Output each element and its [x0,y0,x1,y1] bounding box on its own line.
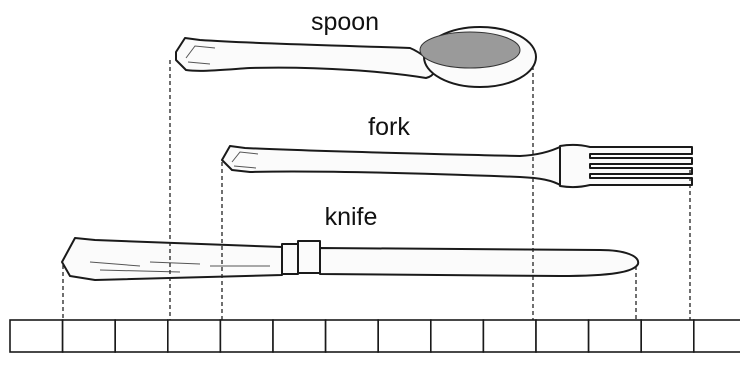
ruler-unit-cell [641,320,694,352]
knife-drawing [62,238,638,280]
ruler-unit-cell [326,320,379,352]
knife-handle [62,238,282,280]
fork-handle [222,146,562,186]
knife-label: knife [325,203,378,231]
ruler-unit-cell [536,320,589,352]
spoon-handle [176,38,434,78]
spoon-bowl-hollow [420,32,520,68]
ruler-unit-cell [63,320,116,352]
knife-blade [320,248,638,276]
ruler-unit-cell [431,320,484,352]
ruler-unit-cell [589,320,642,352]
knife-ferrule [298,241,320,273]
ruler-unit-cell [220,320,273,352]
measurement-guides [63,60,690,320]
ruler-unit-cell [483,320,536,352]
fork-label: fork [368,113,410,141]
fork-drawing [222,145,692,187]
fork-head [560,145,692,187]
ruler-unit-cell [378,320,431,352]
ruler-unit-cell [168,320,221,352]
ruler-unit-cell [694,320,740,352]
spoon-drawing [176,27,536,87]
ruler-unit-cell [10,320,63,352]
unit-ruler [10,320,740,352]
ruler-unit-cell [115,320,168,352]
knife-bolster [282,244,298,274]
ruler-unit-cell [273,320,326,352]
spoon-label: spoon [311,8,379,36]
